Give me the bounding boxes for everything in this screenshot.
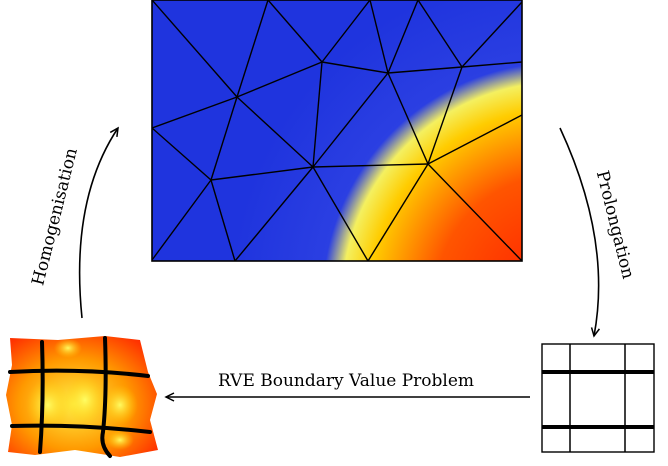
micro-hotspot [106, 430, 134, 450]
mesh-edge [367, 163, 429, 261]
mesh-edge [210, 96, 238, 181]
mesh-edge [152, 0, 238, 98]
fibre [38, 340, 45, 454]
mesh-edge [417, 0, 463, 68]
micro-hotspot [26, 379, 70, 431]
mesh-edge [234, 166, 314, 261]
mesh-edge [152, 179, 212, 261]
prolongation-label: Prolongation [592, 169, 638, 281]
micro-hotspot [102, 385, 138, 425]
mesh-edge [427, 114, 522, 165]
rve-domain [541, 343, 655, 453]
mesh-edge [312, 61, 323, 168]
mesh-edge [427, 66, 463, 165]
mesh-edge [152, 96, 238, 129]
mesh-edge [210, 179, 236, 261]
micro-domain [6, 336, 158, 458]
mesh-edge [461, 61, 522, 68]
fibre [8, 368, 150, 378]
micro-hotspot [54, 338, 82, 358]
homogenisation-arrow [78, 126, 119, 319]
homogenisation-label: Homogenisation [28, 146, 82, 288]
mesh-edge [387, 0, 419, 74]
macro-field [152, 0, 522, 261]
mesh-edge [152, 127, 212, 181]
mesh-edge [387, 66, 463, 74]
fibre [100, 336, 112, 458]
rve-border [541, 343, 655, 453]
rve-label: RVE Boundary Value Problem [218, 371, 474, 391]
mesh-edge [461, 1, 522, 68]
macro-mesh [152, 0, 522, 261]
mesh-edge [427, 163, 522, 261]
mesh-edge [312, 163, 429, 168]
mesh-edge [321, 61, 389, 74]
prolongation-arrow [559, 127, 601, 338]
mesh-edge [236, 96, 314, 168]
mesh-edge [236, 61, 323, 98]
mesh-edge [312, 166, 369, 261]
micro-fibres [8, 336, 152, 458]
mesh-edge [321, 0, 371, 63]
micro-hotspot [65, 376, 105, 424]
mesh-edge [267, 0, 323, 63]
mesh-edge [236, 0, 269, 98]
fibre [10, 423, 152, 434]
macro-domain [151, 0, 523, 262]
mesh-edge [210, 166, 314, 181]
mesh-edge [369, 0, 389, 74]
mesh-edge [387, 72, 429, 165]
macro-border [151, 0, 523, 262]
mesh-edge [312, 72, 389, 168]
